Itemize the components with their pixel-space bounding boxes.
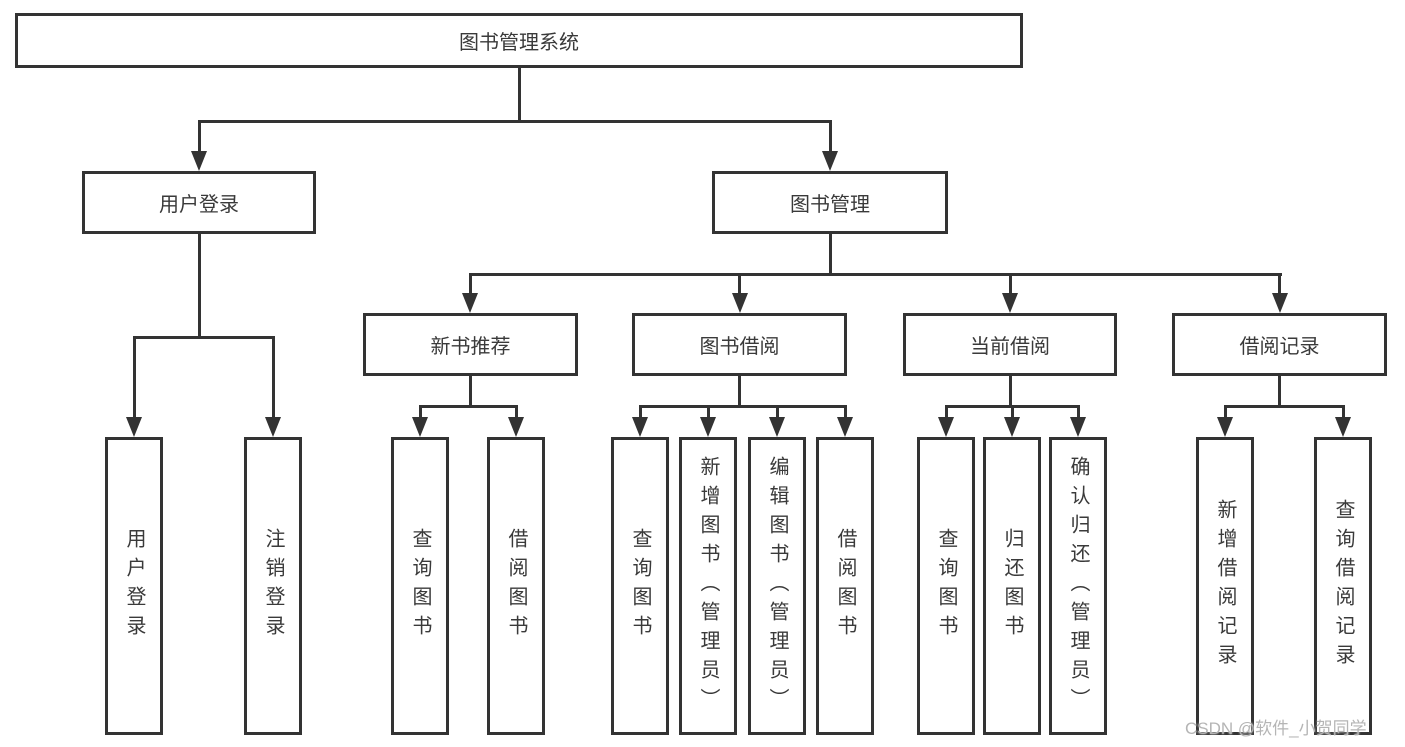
connector-line	[197, 234, 201, 336]
connector-line	[828, 234, 832, 273]
node-label: 查询图书	[935, 528, 957, 644]
connector-line	[517, 68, 521, 120]
node-label: 图书管理	[790, 194, 870, 216]
arrowhead-down-icon	[1070, 417, 1086, 437]
connector-line	[738, 376, 741, 405]
connector-line	[1010, 405, 1014, 419]
leaf-return-books: 归还图书	[983, 437, 1041, 735]
node-current-borrowing: 当前借阅	[903, 313, 1117, 376]
node-label: 编辑图书（管理员）	[766, 455, 788, 717]
node-label: 借阅图书	[505, 528, 527, 644]
node-book-management: 图书管理	[712, 171, 948, 234]
arrowhead-down-icon	[412, 417, 428, 437]
node-label: 确认归还（管理员）	[1067, 455, 1089, 717]
node-book-borrowing: 图书借阅	[632, 313, 847, 376]
leaf-borrowing-query-books: 查询图书	[611, 437, 669, 735]
connector-line	[828, 120, 832, 153]
node-label: 查询借阅记录	[1332, 499, 1354, 673]
leaf-recommend-borrow-books: 借阅图书	[487, 437, 545, 735]
leaf-recommend-query-books: 查询图书	[391, 437, 449, 735]
arrowhead-down-icon	[126, 417, 142, 437]
node-label: 查询图书	[409, 528, 431, 644]
connector-line	[1341, 405, 1345, 419]
connector-line	[775, 405, 779, 419]
connector-line	[468, 273, 1282, 276]
arrowhead-down-icon	[1217, 417, 1233, 437]
arrowhead-down-icon	[822, 151, 838, 171]
arrowhead-down-icon	[462, 293, 478, 313]
node-user-login: 用户登录	[82, 171, 316, 234]
leaf-borrowing-borrow-books: 借阅图书	[816, 437, 874, 735]
connector-line	[1076, 405, 1080, 419]
leaf-edit-books-admin: 编辑图书（管理员）	[748, 437, 806, 735]
node-label: 注销登录	[262, 528, 284, 644]
arrowhead-down-icon	[1004, 417, 1020, 437]
arrowhead-down-icon	[1002, 293, 1018, 313]
connector-line	[1223, 405, 1227, 419]
connector-line	[843, 405, 847, 419]
leaf-user-login: 用户登录	[105, 437, 163, 735]
node-label: 图书管理系统	[459, 32, 579, 54]
arrowhead-down-icon	[632, 417, 648, 437]
connector-line	[197, 120, 201, 153]
connector-line	[132, 336, 275, 339]
leaf-add-books-admin: 新增图书（管理员）	[679, 437, 737, 735]
node-new-book-recommendation: 新书推荐	[363, 313, 578, 376]
node-borrowing-records: 借阅记录	[1172, 313, 1387, 376]
connector-line	[418, 405, 518, 408]
arrowhead-down-icon	[732, 293, 748, 313]
arrowhead-down-icon	[700, 417, 716, 437]
arrowhead-down-icon	[265, 417, 281, 437]
arrowhead-down-icon	[508, 417, 524, 437]
leaf-query-borrow-record: 查询借阅记录	[1314, 437, 1372, 735]
connector-line	[514, 405, 518, 419]
connector-line	[1278, 376, 1281, 405]
connector-line	[706, 405, 710, 419]
arrowhead-down-icon	[191, 151, 207, 171]
leaf-confirm-return-admin: 确认归还（管理员）	[1049, 437, 1107, 735]
node-label: 借阅记录	[1239, 336, 1320, 358]
node-label: 用户登录	[123, 528, 145, 644]
arrowhead-down-icon	[1335, 417, 1351, 437]
connector-line	[469, 273, 472, 295]
arrowhead-down-icon	[938, 417, 954, 437]
node-library-management-system: 图书管理系统	[15, 13, 1023, 68]
connector-line	[197, 120, 832, 123]
connector-line	[1008, 376, 1012, 405]
csdn-watermark: CSDN @软件_小贺同学	[1185, 719, 1367, 738]
leaf-add-borrow-record: 新增借阅记录	[1196, 437, 1254, 735]
connector-line	[638, 405, 847, 408]
node-label: 新书推荐	[430, 336, 511, 358]
connector-line	[271, 336, 275, 419]
leaf-current-query-books: 查询图书	[917, 437, 975, 735]
node-label: 新增图书（管理员）	[697, 455, 719, 717]
connector-line	[738, 273, 741, 295]
connector-line	[418, 405, 422, 419]
arrowhead-down-icon	[769, 417, 785, 437]
node-label: 图书借阅	[699, 336, 780, 358]
node-label: 新增借阅记录	[1214, 499, 1236, 673]
connector-line	[1223, 405, 1345, 408]
connector-line	[944, 405, 948, 419]
connector-line	[132, 336, 136, 419]
connector-line	[1278, 273, 1281, 295]
node-label: 归还图书	[1001, 528, 1023, 644]
node-label: 当前借阅	[970, 336, 1050, 358]
arrowhead-down-icon	[837, 417, 853, 437]
node-label: 借阅图书	[834, 528, 856, 644]
node-label: 用户登录	[159, 194, 239, 216]
connector-line	[1008, 273, 1012, 295]
arrowhead-down-icon	[1272, 293, 1288, 313]
leaf-logout: 注销登录	[244, 437, 302, 735]
connector-line	[469, 376, 472, 405]
connector-line	[638, 405, 642, 419]
node-label: 查询图书	[629, 528, 651, 644]
